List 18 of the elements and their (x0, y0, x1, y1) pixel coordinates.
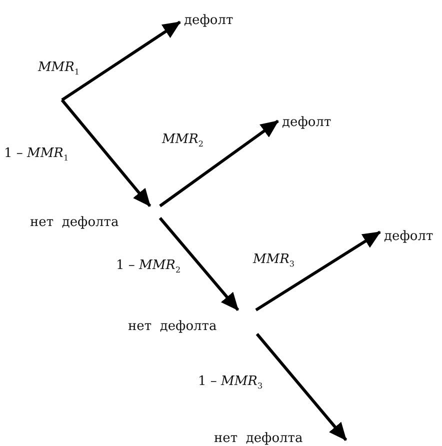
outcome-label: дефолт (278, 108, 338, 130)
arrow (255, 230, 381, 312)
arrow (158, 217, 240, 311)
outcome-label: дефолт (380, 222, 440, 244)
edge-label: 1 – MMR$_{3}$ (198, 374, 263, 391)
outcome-label: нет дефолта (212, 426, 346, 446)
edge-label: MMR$_{1}$ (38, 60, 80, 77)
arrow (256, 333, 348, 441)
arrow (61, 20, 181, 102)
outcome-label: нет дефолта (28, 206, 160, 230)
arrow (159, 120, 279, 208)
edge-label: 1 – MMR$_{2}$ (116, 258, 181, 275)
outcome-label: дефолт (180, 6, 242, 28)
edge-label: MMR$_{3}$ (253, 252, 295, 269)
edge-label: 1 – MMR$_{1}$ (4, 146, 69, 163)
edge-label: MMR$_{2}$ (162, 132, 204, 149)
arrow (60, 99, 152, 207)
outcome-label: нет дефолта (126, 310, 260, 334)
